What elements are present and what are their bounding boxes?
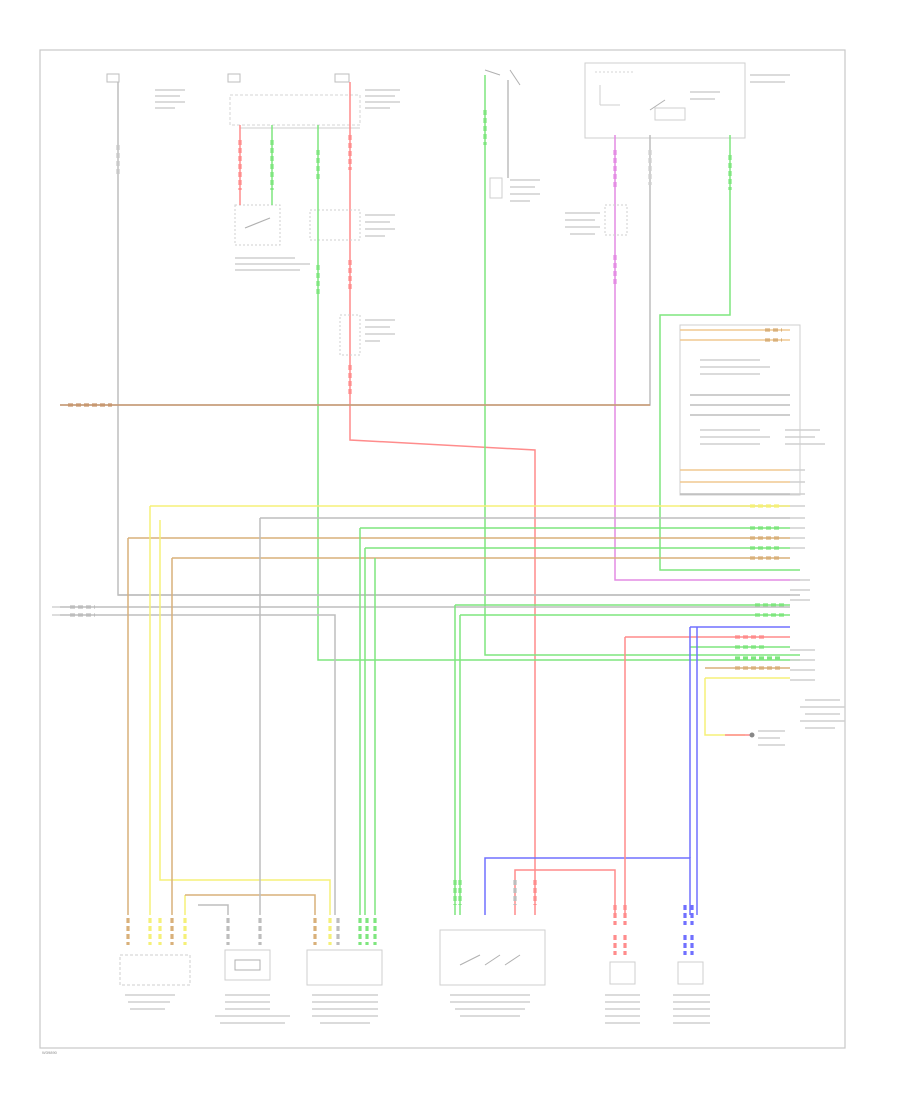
ground-point [749,730,785,746]
wire-gray-right [60,135,651,406]
component-3 [306,949,383,1024]
wire-to-ground [704,678,745,736]
junction-block [229,94,361,129]
figure-id: W39890 [42,1050,58,1055]
relay [309,209,395,241]
sensor-b [484,69,540,202]
wire-green-right [659,135,800,571]
wire-green-center [484,75,800,656]
sensor-a [339,314,395,356]
component-4 [439,929,546,1017]
top-power-labels [106,73,400,115]
component-6 [673,961,710,1024]
wire-red-main [349,82,536,915]
diagram-frame [39,49,846,1049]
component-2 [215,949,290,1024]
component-5 [605,961,640,1024]
engine-control-module [118,469,845,729]
component-1 [119,954,191,1010]
bottom-connector-markers [126,880,694,955]
fuse-block [584,62,790,139]
diagnostic-connector [679,324,825,496]
wire-pink [614,135,800,581]
brake-light-switch [234,204,310,271]
wire-green-mid [317,125,800,661]
relay-right [565,204,628,236]
